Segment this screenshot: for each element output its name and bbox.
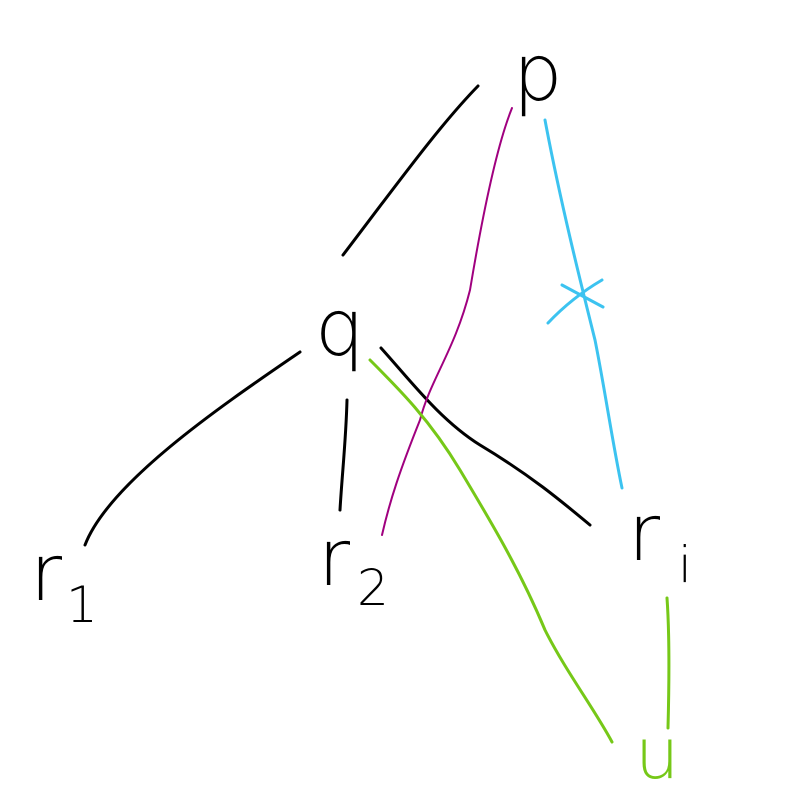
node-r1: r 1 — [30, 529, 98, 634]
svg-text:1: 1 — [66, 576, 98, 634]
edge-q-r1 — [83, 350, 302, 547]
edge-q-r2 — [338, 398, 349, 512]
node-q: q — [315, 284, 365, 374]
node-p: p — [513, 29, 563, 119]
svg-text:q: q — [315, 284, 365, 374]
edge-p-ri-cross-mark — [546, 278, 605, 325]
edge-q-u — [368, 358, 614, 744]
edge-ri-u — [665, 596, 671, 730]
node-r2: r 2 — [318, 514, 389, 617]
svg-text:r: r — [318, 514, 350, 604]
svg-text:r: r — [628, 489, 660, 579]
node-u: u — [635, 713, 679, 795]
edge-q-ri — [379, 346, 592, 527]
edge-p-ri — [543, 118, 624, 490]
edge-p-q — [341, 84, 480, 257]
svg-text:i: i — [678, 536, 692, 594]
svg-text:2: 2 — [357, 559, 389, 617]
svg-text:r: r — [30, 529, 62, 619]
edge-p-r2 — [381, 107, 513, 536]
svg-text:p: p — [513, 29, 563, 119]
node-ri: r i — [628, 489, 692, 594]
svg-text:u: u — [635, 713, 679, 795]
